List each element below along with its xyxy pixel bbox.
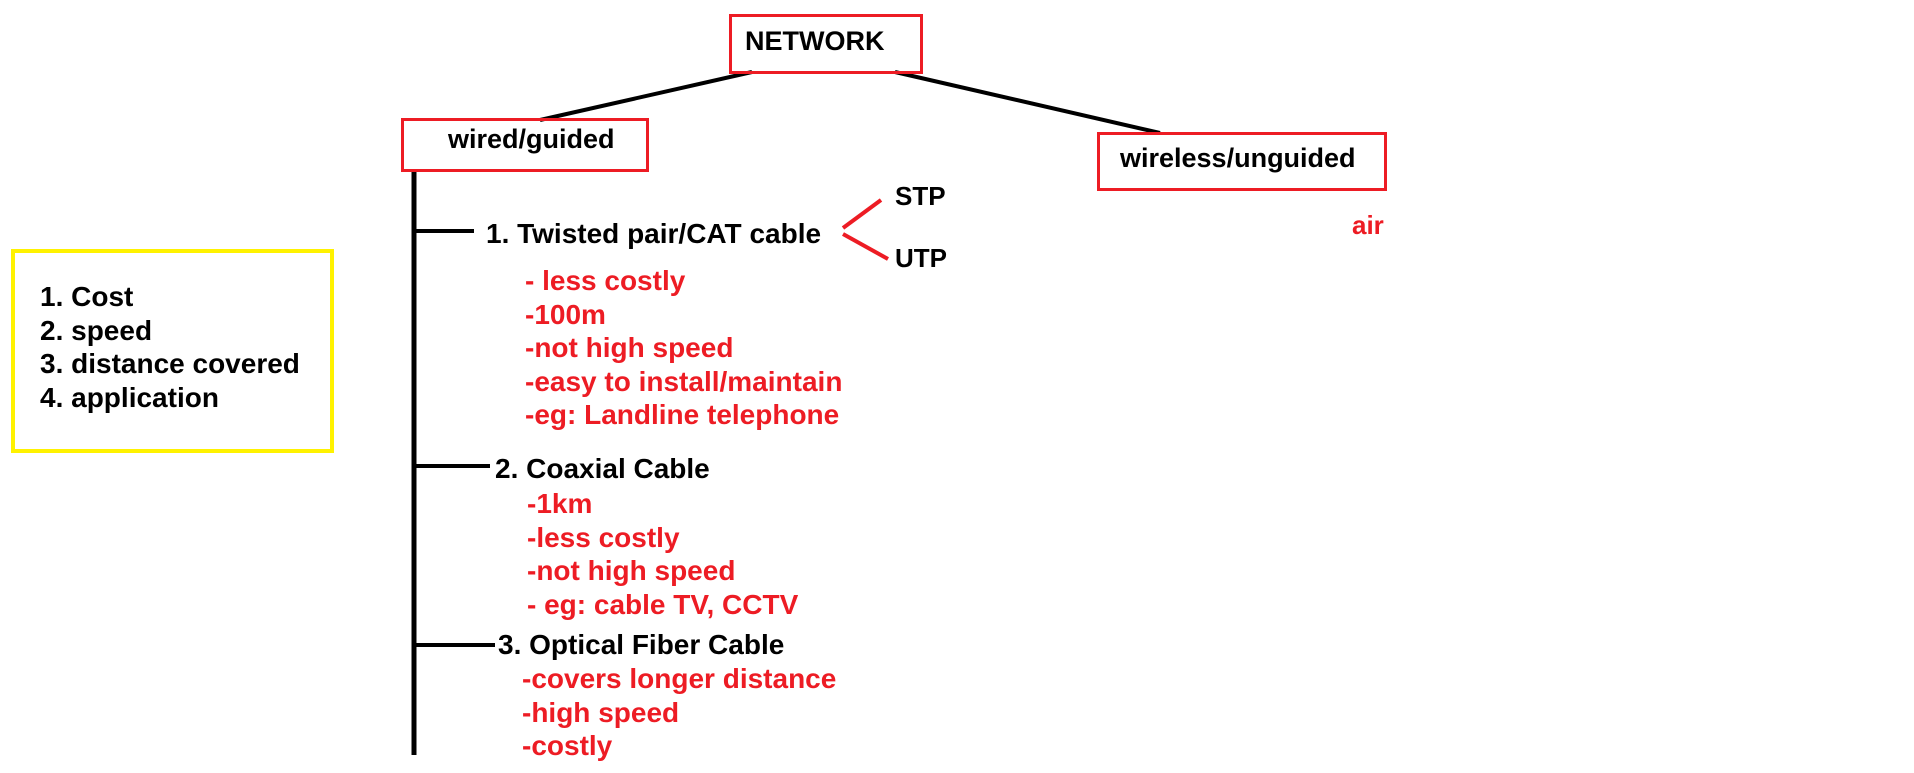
twisted-pair-title: 1. Twisted pair/CAT cable	[486, 218, 822, 249]
note-line: -not high speed	[527, 555, 736, 587]
wireless-node-label: wireless/unguided	[1120, 143, 1356, 173]
stp-branch-line	[841, 198, 883, 230]
criteria-item: 1. Cost	[40, 281, 134, 312]
criteria-legend-box	[11, 249, 334, 453]
utp-branch-line	[842, 232, 889, 261]
note-line: -eg: Landline telephone	[525, 399, 840, 431]
wireless-node-box	[1097, 132, 1387, 191]
wireless-medium-label: air	[1352, 210, 1384, 240]
note-line: -less costly	[527, 521, 680, 553]
utp-label: UTP	[895, 243, 947, 273]
note-line: -easy to install/maintain	[525, 365, 843, 397]
note-line: -high speed	[522, 696, 680, 728]
criteria-list: 1. Cost 2. speed 3. distance covered 4. …	[40, 280, 300, 414]
note-line: -not high speed	[525, 332, 734, 364]
criteria-item: 2. speed	[40, 314, 153, 346]
optical-fiber-title: 3. Optical Fiber Cable	[498, 629, 785, 660]
criteria-item: 3. distance covered	[40, 348, 300, 379]
wired-node-box	[401, 118, 649, 172]
note-line: - eg: cable TV, CCTV	[527, 588, 799, 620]
root-to-wired-line	[539, 70, 753, 122]
root-to-wireless-line	[894, 70, 1161, 135]
wired-node-label: wired/guided	[448, 124, 615, 154]
note-line: -costly	[522, 730, 613, 762]
network-node-label: NETWORK	[745, 26, 885, 56]
coaxial-title: 2. Coaxial Cable	[495, 453, 710, 484]
optical-fiber-notes: -covers longer distance -high speed -cos…	[522, 662, 836, 763]
twisted-pair-notes: - less costly -100m -not high speed -eas…	[525, 264, 842, 432]
stp-label: STP	[895, 181, 946, 211]
coaxial-notes: -1km -less costly -not high speed - eg: …	[527, 487, 798, 621]
criteria-item: 4. application	[40, 381, 219, 413]
note-line: - less costly	[525, 265, 686, 296]
note-line: -covers longer distance	[522, 663, 837, 694]
note-line: -100m	[525, 298, 606, 330]
network-node-box	[729, 14, 923, 74]
note-line: -1km	[527, 488, 593, 519]
